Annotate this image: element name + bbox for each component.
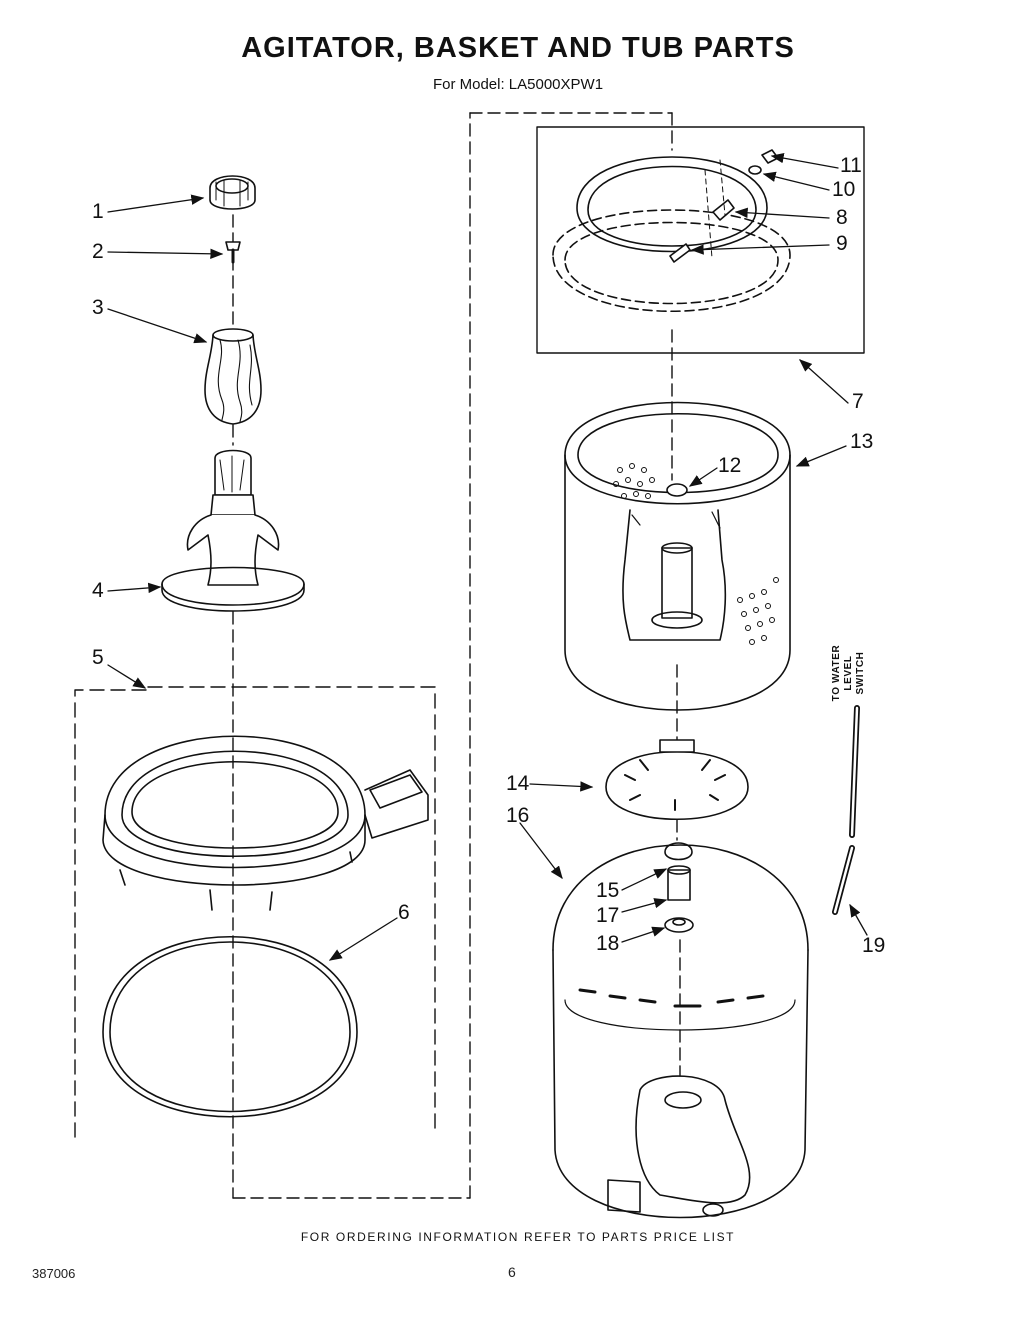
callout-13: 13 <box>850 430 874 453</box>
part-5-group-box <box>74 686 436 1138</box>
part-16-outer-tub <box>552 844 809 1219</box>
parts-15-17-18-seal-stack <box>664 842 694 933</box>
side-note-line-2: SWITCH <box>855 651 866 695</box>
part-7-balance-ring <box>552 156 791 313</box>
part-5-tub-ring <box>102 735 429 911</box>
callout-12: 12 <box>718 454 742 477</box>
part-4-agitator-base <box>161 449 305 612</box>
part-7-group-box <box>536 126 865 354</box>
callout-17: 17 <box>596 904 620 927</box>
water-level-switch-note: TO WATER LEVEL SWITCH <box>831 628 867 718</box>
callout-6: 6 <box>398 901 410 924</box>
ordering-info-footer: FOR ORDERING INFORMATION REFER TO PARTS … <box>300 1230 736 1244</box>
part-13-basket <box>564 401 791 711</box>
page-number: 6 <box>508 1264 516 1280</box>
callout-2: 2 <box>92 240 104 263</box>
callout-5: 5 <box>92 646 104 669</box>
callout-18: 18 <box>596 932 620 955</box>
callout-19: 19 <box>862 934 886 957</box>
callout-4: 4 <box>92 579 104 602</box>
callout-7: 7 <box>852 390 864 413</box>
part-6-gasket <box>102 936 358 1118</box>
part-14-hub <box>605 739 749 821</box>
part-19-hose <box>832 705 860 915</box>
document-number: 387006 <box>32 1266 76 1281</box>
callout-1: 1 <box>92 200 104 223</box>
basket-perforations <box>613 463 779 645</box>
callout-9: 9 <box>836 232 848 255</box>
part-2-screw <box>225 241 241 264</box>
callout-3: 3 <box>92 296 104 319</box>
side-note-line-1: TO WATER LEVEL <box>831 644 854 702</box>
callout-14: 14 <box>506 772 530 795</box>
page-title: AGITATOR, BASKET AND TUB PARTS <box>241 32 795 64</box>
callout-10: 10 <box>832 178 856 201</box>
callout-11: 11 <box>840 154 862 177</box>
assembly-centerlines <box>232 112 681 1199</box>
part-1-agitator-cap <box>209 175 256 210</box>
callout-16: 16 <box>506 804 530 827</box>
model-subtitle: For Model: LA5000XPW1 <box>432 76 604 93</box>
leader-arrows <box>107 152 868 961</box>
part-3-agitator-barrel <box>204 328 262 425</box>
callout-15: 15 <box>596 879 620 902</box>
callout-8: 8 <box>836 206 848 229</box>
